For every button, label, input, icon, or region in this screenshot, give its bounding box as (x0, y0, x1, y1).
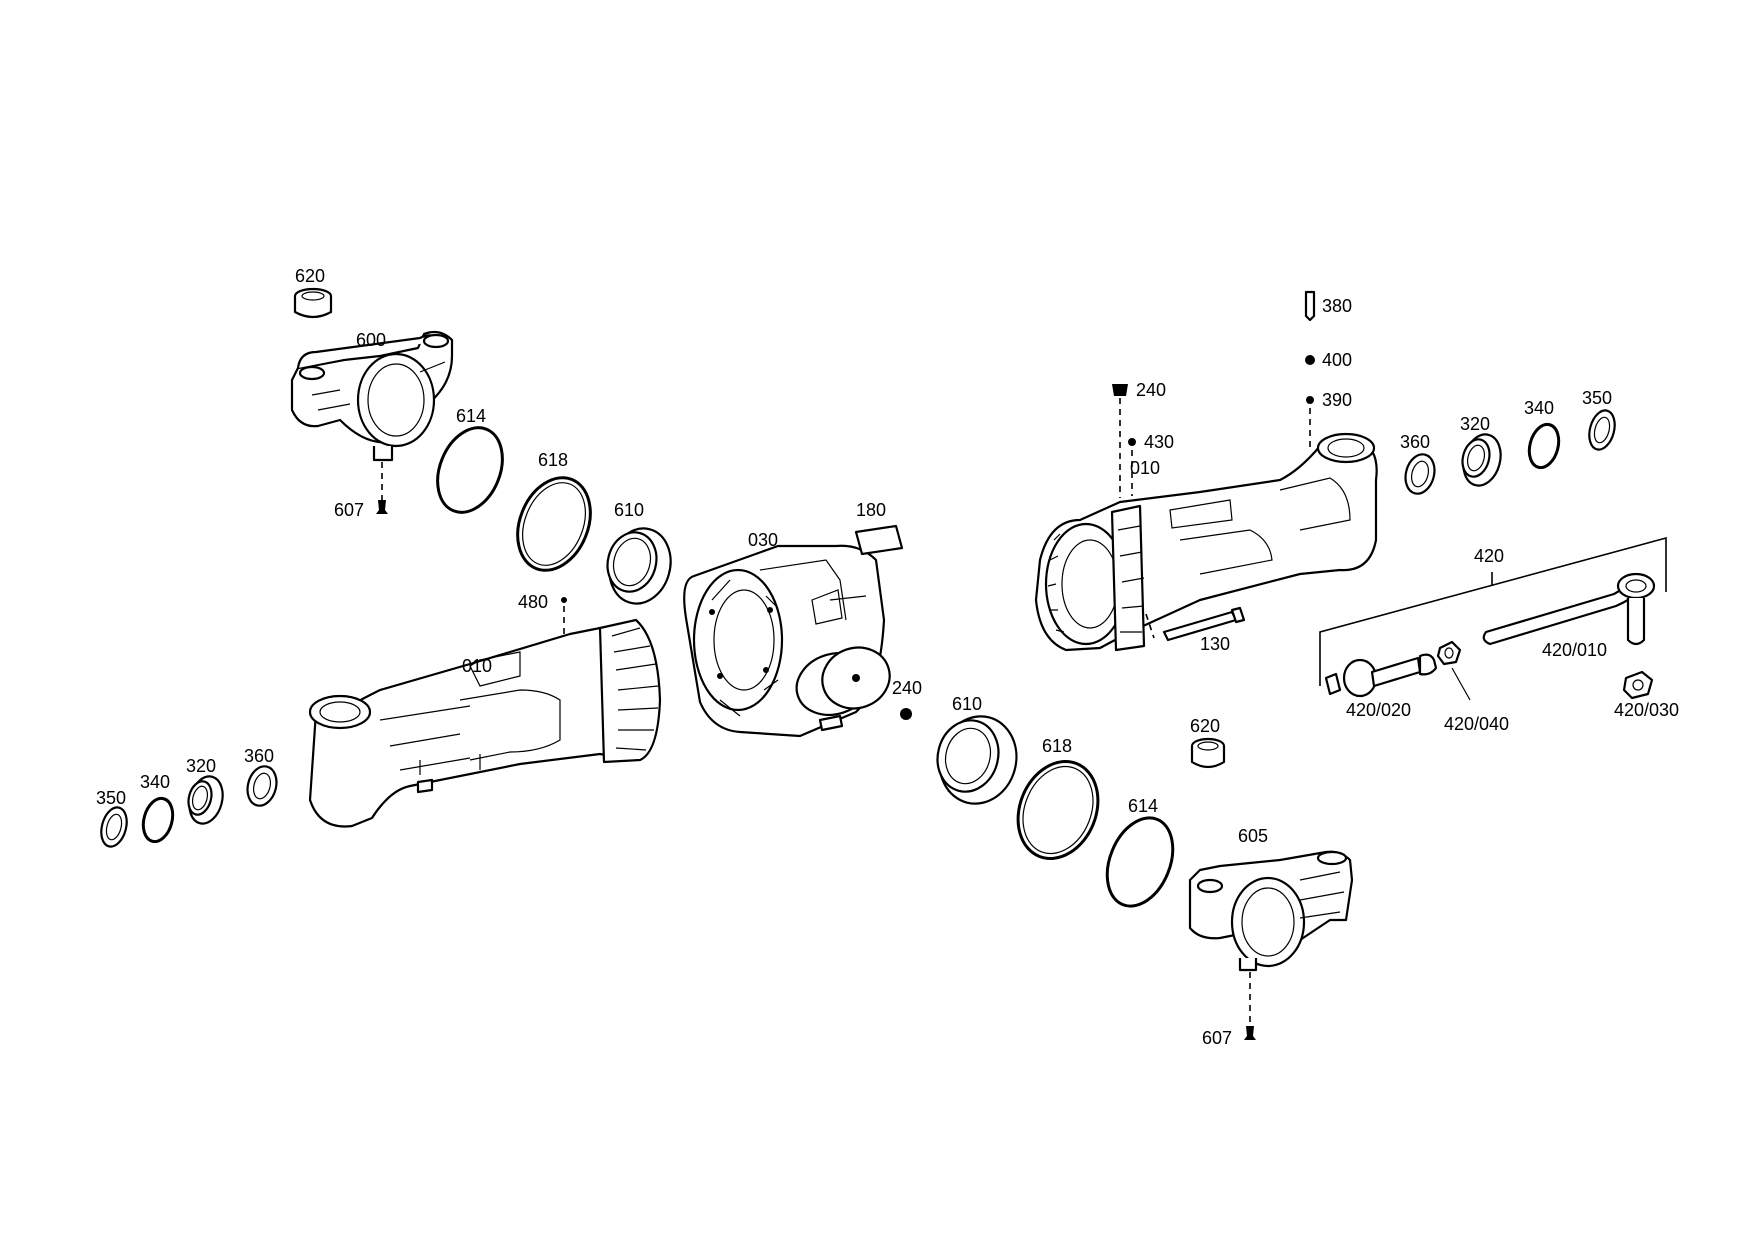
part-420-030-nut (1622, 670, 1654, 700)
part-380-bolt (1304, 290, 1316, 322)
callout-420-020: 420/020 (1346, 700, 1411, 720)
part-030-differential-housing (683, 544, 891, 738)
part-614-o-ring-top (436, 426, 504, 514)
part-240-plug-right (1112, 384, 1128, 396)
callout-607-bot: 607 (1202, 1028, 1232, 1048)
callout-607-top: 607 (334, 500, 364, 520)
callout-350-left: 350 (96, 788, 126, 808)
callout-360-right: 360 (1400, 432, 1430, 452)
callout-320-left: 320 (186, 756, 216, 776)
callout-618-top: 618 (538, 450, 568, 470)
callout-420: 420 (1474, 546, 1504, 566)
part-320-bearing-left (187, 775, 224, 825)
callout-400: 400 (1322, 350, 1352, 370)
part-240-plug-mid (900, 708, 912, 720)
callout-605: 605 (1238, 826, 1268, 846)
part-480-plug (561, 597, 567, 603)
callout-480: 480 (518, 592, 548, 612)
callout-614-mid: 614 (1128, 796, 1158, 816)
callout-350-right: 350 (1582, 388, 1612, 408)
part-340-o-ring-right (1527, 422, 1561, 470)
callout-030: 030 (748, 530, 778, 550)
part-420-020-ball-joint (1324, 653, 1438, 698)
callout-618-mid: 618 (1042, 736, 1072, 756)
callout-010-left: 010 (462, 656, 492, 676)
part-620-bushing-top (293, 287, 333, 319)
part-130-pin (1162, 606, 1246, 642)
leader-130 (1145, 613, 1155, 639)
callout-240-mid: 240 (892, 678, 922, 698)
callout-340-right: 340 (1524, 398, 1554, 418)
part-180-gasket (854, 524, 904, 556)
part-600-axle-bracket (290, 330, 454, 462)
callout-420-040: 420/040 (1444, 714, 1509, 734)
callout-610-top: 610 (614, 500, 644, 520)
callout-420-010: 420/010 (1542, 640, 1607, 660)
part-430-washer (1128, 438, 1136, 446)
part-420-010-tie-rod (1482, 572, 1656, 646)
part-618-ring-mid (1016, 760, 1100, 860)
leader-420-040 (1451, 667, 1471, 701)
part-340-o-ring-left (141, 796, 175, 844)
callout-390: 390 (1322, 390, 1352, 410)
part-618-ring-top (516, 476, 592, 572)
part-360-seal-right (1404, 453, 1436, 495)
callout-180: 180 (856, 500, 886, 520)
part-350-seal-left (100, 806, 128, 848)
callout-620-mid: 620 (1190, 716, 1220, 736)
part-614-o-ring-mid (1105, 816, 1175, 908)
callout-010-right: 010 (1130, 458, 1160, 478)
part-010-axle-housing-right (1034, 432, 1378, 652)
callout-320-right: 320 (1460, 414, 1490, 434)
callout-614-top: 614 (456, 406, 486, 426)
callout-240-right: 240 (1136, 380, 1166, 400)
callout-340-left: 340 (140, 772, 170, 792)
callout-600: 600 (356, 330, 386, 350)
part-610-bearing-sleeve-top (606, 527, 672, 605)
callout-620-top: 620 (295, 266, 325, 286)
part-390-nipple (1306, 396, 1314, 404)
part-620-bushing-mid (1190, 737, 1226, 769)
bracket-420 (1319, 536, 1667, 686)
part-607-grease-nipple-bot (1244, 1026, 1256, 1040)
callout-610-mid: 610 (952, 694, 982, 714)
part-350-seal-right (1588, 409, 1616, 451)
part-400-washer (1305, 355, 1315, 365)
part-610-bearing-sleeve-mid (936, 715, 1018, 805)
callout-360-left: 360 (244, 746, 274, 766)
part-360-seal-left (246, 765, 278, 807)
callout-380: 380 (1322, 296, 1352, 316)
callout-130: 130 (1200, 634, 1230, 654)
part-010-axle-housing-left (308, 618, 662, 828)
part-607-grease-nipple-top (376, 500, 388, 514)
callout-430: 430 (1144, 432, 1174, 452)
part-420-040-nut (1436, 640, 1462, 666)
part-605-axle-bracket (1188, 850, 1354, 972)
callout-420-030: 420/030 (1614, 700, 1679, 720)
part-320-bearing-right (1461, 433, 1502, 487)
